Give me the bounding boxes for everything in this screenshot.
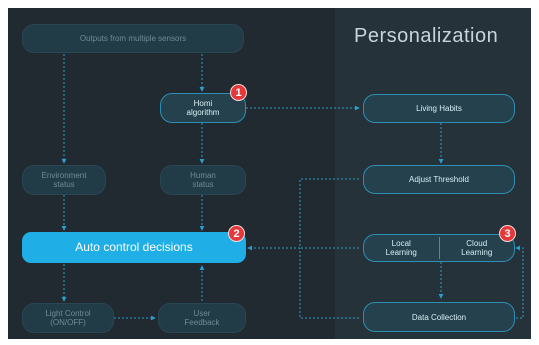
local-label-line1: Local (391, 239, 411, 248)
panel-title: Personalization (354, 25, 499, 47)
badge-1-label: 1 (235, 86, 242, 99)
human-label-line2: status (192, 180, 214, 189)
local-label-line2: Learning (385, 248, 417, 257)
homi-label-line1: Homi (193, 99, 213, 108)
living-habits-label: Living Habits (416, 104, 462, 113)
sensors-node: Outputs from multiple sensors (22, 24, 244, 53)
cloud-learning: Cloud Learning (440, 235, 515, 261)
auto-control-node: Auto control decisions (22, 232, 246, 263)
step-badge-1: 1 (230, 84, 247, 101)
adjust-threshold-node: Adjust Threshold (363, 165, 515, 194)
data-collection-node: Data Collection (363, 302, 515, 332)
badge-3-label: 3 (504, 227, 511, 240)
cloud-label-line2: Learning (461, 248, 493, 257)
local-learning: Local Learning (364, 235, 439, 261)
badge-2-label: 2 (233, 227, 240, 240)
adjust-threshold-label: Adjust Threshold (409, 175, 469, 184)
connector-data-auto (299, 248, 359, 319)
environment-label-line2: status (53, 180, 75, 189)
feedback-label-line2: Feedback (184, 318, 220, 327)
feedback-label-line1: User (193, 309, 211, 318)
learning-node: Local Learning Cloud Learning (363, 234, 515, 262)
cloud-label-line1: Cloud (466, 239, 488, 248)
human-label-line1: Human (190, 171, 216, 180)
connector-threshold-auto (247, 178, 359, 251)
data-collection-label: Data Collection (411, 312, 467, 322)
step-badge-2: 2 (228, 225, 245, 242)
user-feedback-node: User Feedback (158, 303, 246, 333)
living-habits-node: Living Habits (363, 94, 515, 123)
connector-lines (61, 54, 524, 321)
light-control-node: Light Control (ON/OFF) (22, 303, 114, 333)
step-badge-3: 3 (499, 225, 516, 242)
light-label-line2: (ON/OFF) (50, 318, 86, 327)
environment-status-node: Environment status (22, 165, 106, 195)
light-label-line1: Light Control (45, 309, 91, 318)
environment-label-line1: Environment (41, 171, 87, 180)
auto-control-label: Auto control decisions (75, 240, 193, 254)
homi-label-line2: algorithm (186, 108, 220, 117)
connector-data-learning-loop (515, 245, 524, 319)
diagram-canvas: Personalization (8, 8, 531, 339)
human-status-node: Human status (160, 165, 246, 195)
sensors-label: Outputs from multiple sensors (79, 34, 187, 43)
learning-divider (438, 237, 440, 259)
